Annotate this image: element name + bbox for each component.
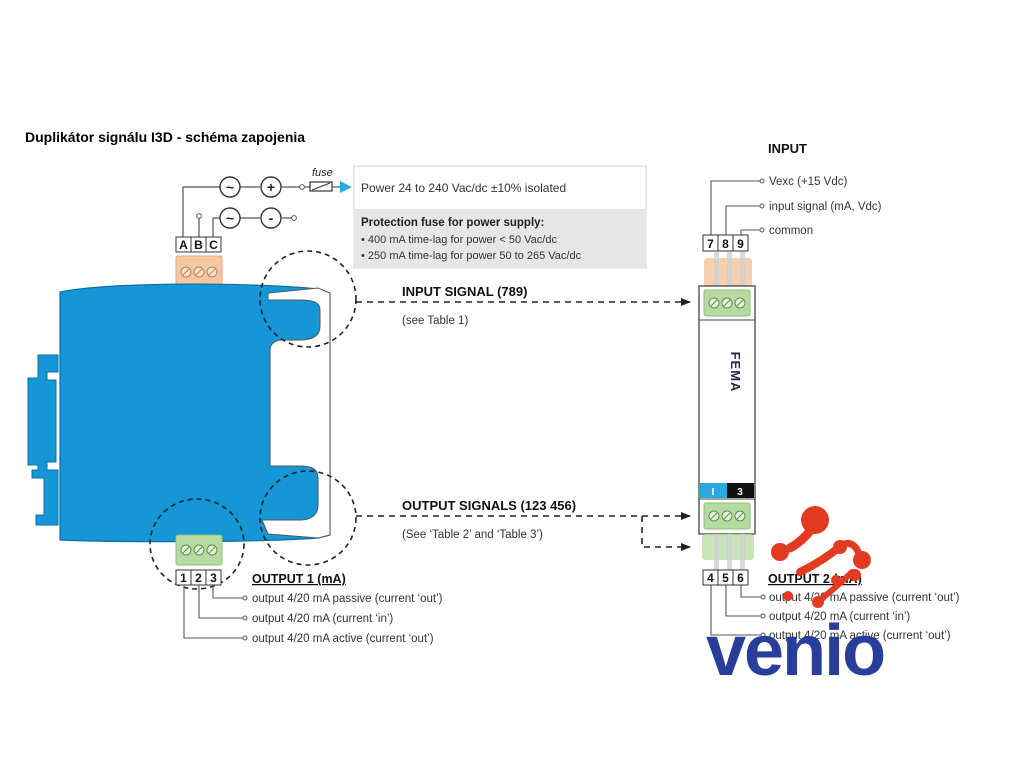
svg-text:2: 2 <box>195 571 202 585</box>
venio-logo: venio <box>706 506 886 691</box>
minus-source-symbol: - <box>260 207 282 229</box>
output1-dot <box>242 595 248 601</box>
svg-text:~: ~ <box>226 179 234 195</box>
output2-line-3: output 4/20 mA active (current ‘out’) <box>769 630 951 642</box>
ac-source-symbol: ~ <box>219 207 241 229</box>
input-signal-label: INPUT SIGNAL (789) <box>402 284 527 299</box>
output-signals-label: OUTPUT SIGNALS (123 456) <box>402 498 576 513</box>
input-title: INPUT <box>768 141 807 156</box>
svg-text:1: 1 <box>180 571 187 585</box>
plus-source-symbol: + <box>260 176 282 198</box>
signal-arrows <box>356 298 691 551</box>
svg-text:8: 8 <box>722 237 729 251</box>
protection-box <box>355 209 645 267</box>
device-front-panel <box>261 287 331 539</box>
svg-text:A: A <box>179 238 188 252</box>
output-signals-note: (See ‘Table 2’ and ‘Table 3’) <box>402 529 543 541</box>
svg-text:7: 7 <box>707 237 714 251</box>
supply-arrow-icon <box>340 181 352 193</box>
output1-dot <box>242 635 248 641</box>
input-plug <box>704 252 752 288</box>
output2-line-2: output 4/20 mA (current ‘in’) <box>769 611 910 623</box>
power-dot <box>291 215 297 221</box>
protection-line-1: • 400 mA time-lag for power < 50 Vac/dc <box>361 234 557 246</box>
power-wiring <box>182 186 300 237</box>
module-brand: FEMA <box>728 352 743 393</box>
input-line-1: Vexc (+15 Vdc) <box>769 176 847 188</box>
fuse-label: fuse <box>312 167 333 179</box>
module-tag-right-text: 3 <box>737 487 743 498</box>
power-terminal-block <box>175 255 223 288</box>
input-dot <box>759 203 765 209</box>
output2-plug <box>702 534 754 570</box>
output1-title: OUTPUT 1 (mA) <box>252 572 346 586</box>
din-rail-clip <box>27 354 59 526</box>
input-signal-note: (see Table 1) <box>402 315 468 327</box>
module-tag-left <box>700 483 727 498</box>
supply-text: Power 24 to 240 Vac/dc ±10% isolated <box>361 181 566 195</box>
svg-text:6: 6 <box>737 571 744 585</box>
output2-dot <box>760 594 766 600</box>
svg-text:~: ~ <box>226 210 234 226</box>
ac-source-symbol: ~ <box>219 176 241 198</box>
fuse-symbol <box>304 181 340 192</box>
output1-dot <box>242 615 248 621</box>
svg-text:4: 4 <box>707 571 714 585</box>
svg-text:5: 5 <box>722 571 729 585</box>
protection-line-2: • 250 mA time-lag for power 50 to 265 Va… <box>361 250 582 262</box>
power-dot <box>196 213 202 219</box>
svg-text:+: + <box>267 179 275 195</box>
venio-logo-text: venio <box>706 611 884 691</box>
protection-title: Protection fuse for power supply: <box>361 217 544 229</box>
power-terminal-labels: A B C <box>175 236 222 253</box>
highlight-circles <box>149 250 357 590</box>
module-tag-left-text: I <box>712 487 715 498</box>
output1-terminal-block <box>175 534 223 566</box>
power-dot <box>299 184 305 190</box>
venio-logo-mark-icon <box>771 506 871 608</box>
output1-line-2: output 4/20 mA (current ‘in’) <box>252 613 393 625</box>
output2-wires <box>710 585 761 636</box>
svg-text:C: C <box>209 238 218 252</box>
output2-dot <box>760 632 766 638</box>
svg-text:-: - <box>269 210 274 226</box>
output1-line-1: output 4/20 mA passive (current ‘out’) <box>252 593 443 605</box>
input-dot <box>759 227 765 233</box>
output1-line-3: output 4/20 mA active (current ‘out’) <box>252 633 434 645</box>
output2-terminal-labels: 4 5 6 <box>702 569 749 586</box>
svg-text:9: 9 <box>737 237 744 251</box>
output1-terminal-labels: 1 2 3 <box>175 569 222 586</box>
module-tag-right <box>727 483 754 498</box>
page-title: Duplikátor signálu I3D - schéma zapojeni… <box>25 129 305 145</box>
svg-text:3: 3 <box>210 571 217 585</box>
input-line-3: common <box>769 225 813 237</box>
input-line-2: input signal (mA, Vdc) <box>769 201 882 213</box>
output2-line-1: output 4/20 mA passive (current ‘out’) <box>769 592 960 604</box>
output2-dot <box>760 613 766 619</box>
output1-wires <box>183 585 243 639</box>
svg-text:B: B <box>194 238 203 252</box>
input-wires <box>710 180 760 235</box>
input-terminal-labels: 7 8 9 <box>702 234 749 252</box>
module-output-terminal <box>703 502 751 530</box>
input-dot <box>759 178 765 184</box>
module-input-terminal <box>703 289 751 317</box>
